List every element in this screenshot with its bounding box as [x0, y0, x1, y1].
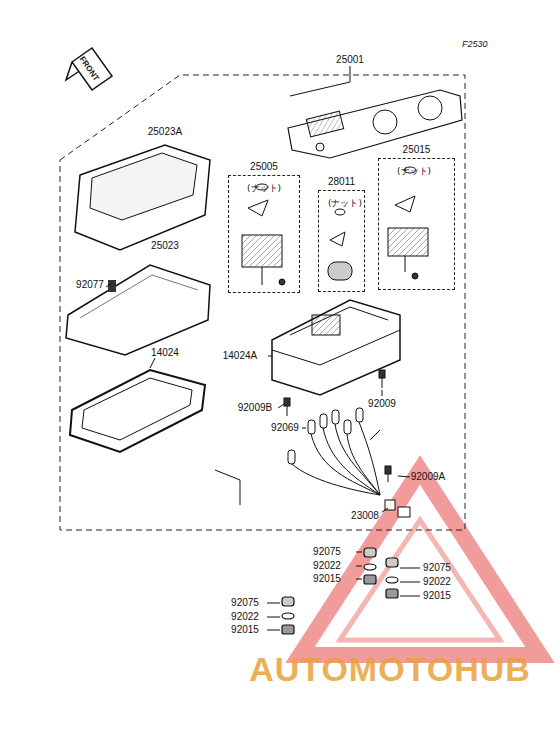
- note: (ナット): [328, 197, 362, 210]
- callout-number: 92075: [231, 598, 259, 608]
- meter-lens: [66, 265, 210, 355]
- part-number: 28011: [319, 176, 364, 187]
- face-plate: [288, 90, 462, 158]
- part-number: 25005: [229, 161, 299, 172]
- callout-number: 92075: [313, 547, 341, 557]
- note: (ナット): [397, 165, 431, 178]
- callout-number: 92015: [313, 574, 341, 584]
- callout-number: 14024: [151, 348, 179, 358]
- callout-number: 23008: [351, 511, 379, 521]
- gasket: [70, 370, 205, 452]
- part-group-box: 28011(ナット): [318, 190, 365, 292]
- callout-number: 92015: [231, 625, 259, 635]
- callout-number: 92009B: [238, 403, 272, 413]
- callout-number: 14024A: [223, 351, 257, 361]
- enclosure: [60, 75, 465, 530]
- part-group-box: 25015(ナット): [378, 158, 455, 290]
- part-number: 25015: [379, 144, 454, 155]
- watermark: AUTOMOTOHUB: [249, 652, 531, 686]
- callout-number: 92069: [271, 423, 299, 433]
- callout-number: F2530: [462, 40, 488, 49]
- callout-number: 25023A: [148, 127, 182, 137]
- callout-number: 92022: [313, 561, 341, 571]
- meter-cover: [75, 145, 210, 250]
- callout-number: 92015: [423, 591, 451, 601]
- callout-number: 92022: [231, 612, 259, 622]
- callout-number: 25001: [336, 55, 364, 65]
- part-group-box: 25005(ナット): [228, 175, 300, 293]
- callout-number: 92077: [76, 280, 104, 290]
- meter-case: [272, 300, 400, 395]
- watermark-triangle: [300, 470, 540, 655]
- callout-number: 92009: [368, 399, 396, 409]
- front-arrow: [66, 48, 112, 90]
- callout-number: 92009A: [411, 472, 445, 482]
- note: (ナット): [247, 182, 281, 195]
- callout-number: 25023: [151, 241, 179, 251]
- callout-number: 92075: [423, 563, 451, 573]
- callout-number: 92022: [423, 577, 451, 587]
